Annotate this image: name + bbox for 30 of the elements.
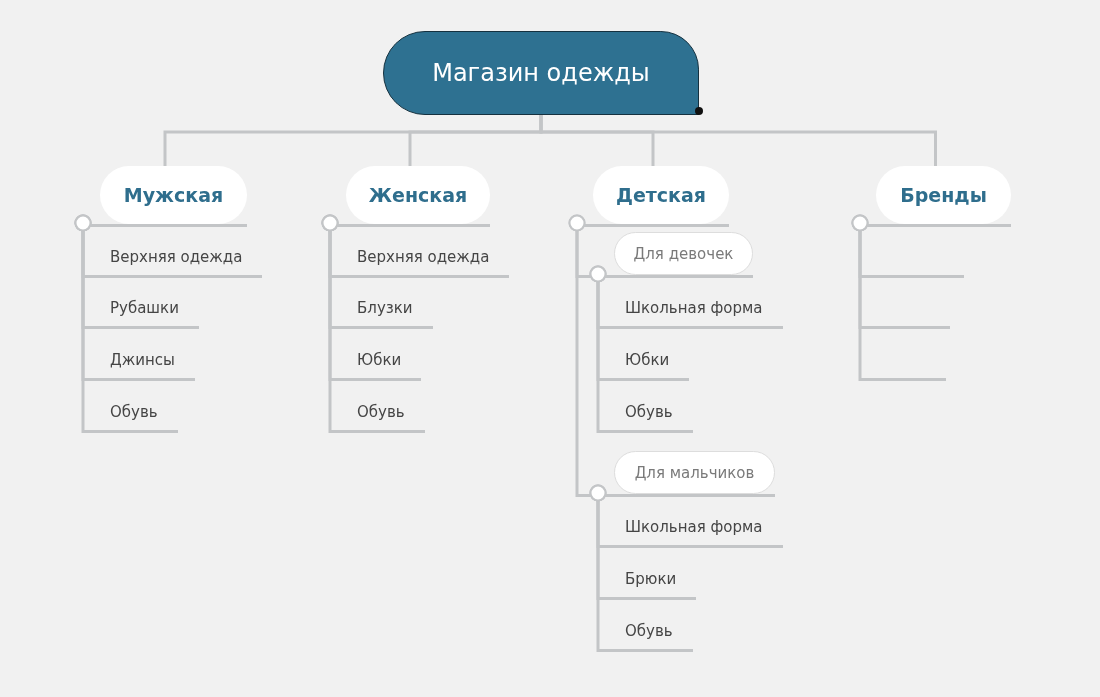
category-label: Женская — [346, 166, 490, 224]
connector-line — [589, 484, 607, 652]
leaf-topic: Обувь — [600, 612, 693, 652]
subcategory-label: Для девочек — [614, 232, 753, 275]
category-label: Бренды — [876, 166, 1011, 224]
subcategory-label: Для мальчиков — [614, 451, 775, 494]
leaf-topic: Верхняя одежда — [85, 238, 263, 278]
blank-topic-line — [862, 326, 950, 329]
category-label: Детская — [593, 166, 729, 224]
subcategory-topic — [579, 232, 753, 278]
leaf-topic: Обувь — [85, 393, 178, 433]
connector-line — [851, 214, 869, 381]
leaf-topic: Школьная форма — [600, 508, 783, 548]
blank-topic-line — [862, 275, 964, 278]
leaf-topic: Брюки — [600, 560, 697, 600]
leaf-topic: Юбки — [332, 341, 422, 381]
leaf-topic: Юбки — [600, 341, 690, 381]
category-label: Мужская — [100, 166, 247, 224]
leaf-topic: Блузки — [332, 289, 433, 329]
connector-line — [568, 214, 586, 497]
leaf-topic: Рубашки — [85, 289, 199, 329]
leaf-topic: Джинсы — [85, 341, 195, 381]
root-topic: Магазин одежды — [383, 31, 699, 115]
leaf-topic: Обувь — [332, 393, 425, 433]
subcategory-topic — [579, 451, 775, 497]
connector-line — [589, 265, 607, 433]
blank-topic-line — [862, 378, 946, 381]
leaf-topic: Верхняя одежда — [332, 238, 510, 278]
leaf-topic: Школьная форма — [600, 289, 783, 329]
leaf-topic: Обувь — [600, 393, 693, 433]
